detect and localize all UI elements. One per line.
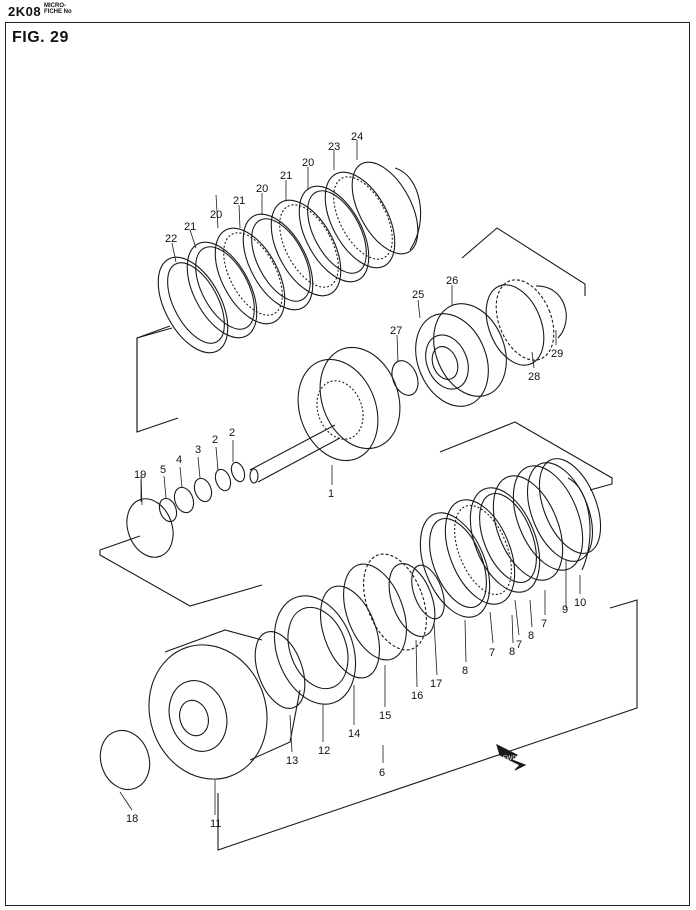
microfiche-label-line2: FICHE No [44, 9, 72, 15]
snap-ring-24 [394, 167, 422, 251]
washer-group [126, 461, 246, 558]
callout-8c: 8 [528, 630, 534, 642]
callout-11: 11 [210, 818, 221, 830]
plate-8b [469, 487, 541, 593]
piston-26 [433, 303, 507, 397]
plate-7c [526, 462, 594, 562]
callout-8a: 8 [462, 665, 468, 677]
snap-ring-10 [567, 477, 591, 571]
washer-3 [193, 477, 213, 503]
callout-labels: 1 2 2 3 4 5 6 7 7 7 8 8 8 9 10 11 12 13 … [126, 131, 586, 830]
page-header: 2K08 MICRO- FICHE No [0, 0, 696, 22]
plate-8a [419, 512, 491, 618]
retainer-16 [388, 563, 436, 637]
callout-10: 10 [574, 597, 586, 609]
callout-24: 24 [351, 131, 363, 143]
callout-5: 5 [160, 464, 166, 476]
callout-2a: 2 [229, 427, 235, 439]
callout-4: 4 [176, 454, 182, 466]
diagram-frame [5, 22, 690, 906]
callout-7b: 7 [516, 639, 522, 651]
callout-22: 22 [165, 233, 177, 245]
seal-14 [320, 585, 380, 679]
clutch-drum-11 [99, 629, 301, 791]
upper-group-outline [136, 327, 173, 432]
callout-19: 19 [134, 469, 146, 481]
spring-group-lower [254, 553, 445, 709]
microfiche-code: 2K08 [8, 4, 42, 19]
spring-retainer-28 [485, 284, 545, 366]
clutch-plate-stack-lower [419, 458, 602, 618]
spring-15 [343, 563, 407, 661]
piston-25 [415, 313, 489, 407]
plate-7a [444, 499, 516, 605]
piston-group-upper [391, 279, 567, 407]
callout-1: 1 [328, 488, 334, 500]
callout-21b: 21 [233, 195, 245, 207]
clutch-drum-1 [249, 346, 401, 484]
callout-21a: 21 [184, 221, 196, 233]
callout-6: 6 [379, 767, 385, 779]
figure-title: FIG. 29 [12, 29, 69, 46]
washer-5 [158, 497, 178, 523]
snap-ring-29 [535, 285, 567, 339]
callout-18: 18 [126, 813, 138, 825]
clutch-plate-stack-upper [157, 161, 422, 354]
plate-7b [492, 475, 564, 581]
plate-20b [270, 199, 342, 297]
plate-8c [512, 465, 584, 571]
seal-13 [254, 631, 306, 709]
microfiche-label-line1: MICRO- [44, 3, 66, 9]
callout-27: 27 [390, 325, 402, 337]
callout-28: 28 [528, 371, 540, 383]
upper-group-border [136, 227, 586, 433]
plate-21c [298, 185, 370, 283]
piston-12 [273, 595, 357, 705]
callout-14: 14 [348, 728, 360, 740]
middle-group-border [99, 421, 613, 607]
callout-26: 26 [446, 275, 458, 287]
plate-9 [538, 458, 602, 554]
callout-2b: 2 [212, 434, 218, 446]
lower-group-bracket [217, 599, 638, 851]
fwd-arrow-icon [496, 743, 527, 771]
callout-8b: 8 [509, 646, 515, 658]
plate-23 [351, 161, 419, 255]
washer-4 [173, 486, 195, 514]
snap-ring-17 [411, 564, 445, 620]
leader-lines [119, 140, 581, 815]
callout-23: 23 [328, 141, 340, 153]
callout-20a: 20 [210, 209, 222, 221]
plate-22 [157, 256, 229, 354]
plate-21b [242, 213, 314, 311]
washer-2b [214, 468, 232, 492]
callout-9: 9 [562, 604, 568, 616]
callout-20b: 20 [256, 183, 268, 195]
callout-12: 12 [318, 745, 330, 757]
microfiche-label: MICRO- FICHE No [44, 3, 72, 15]
input-shaft [249, 424, 341, 483]
callout-17: 17 [430, 678, 442, 690]
snap-ring-18 [99, 729, 151, 791]
callout-3: 3 [195, 444, 201, 456]
plate-21a [186, 241, 258, 339]
callout-20c: 20 [302, 157, 314, 169]
callout-13: 13 [286, 755, 298, 767]
callout-16: 16 [411, 690, 423, 702]
callout-25: 25 [412, 289, 424, 301]
callout-7c: 7 [541, 618, 547, 630]
callout-29: 29 [551, 348, 563, 360]
fwd-label: FWD [503, 756, 517, 762]
callout-21c: 21 [280, 170, 292, 182]
callout-15: 15 [379, 710, 391, 722]
plate-20a [214, 227, 286, 325]
callout-7a: 7 [489, 647, 495, 659]
washer-2a [230, 461, 246, 483]
plate-20c [324, 171, 396, 269]
snap-ring-19 [126, 498, 174, 558]
